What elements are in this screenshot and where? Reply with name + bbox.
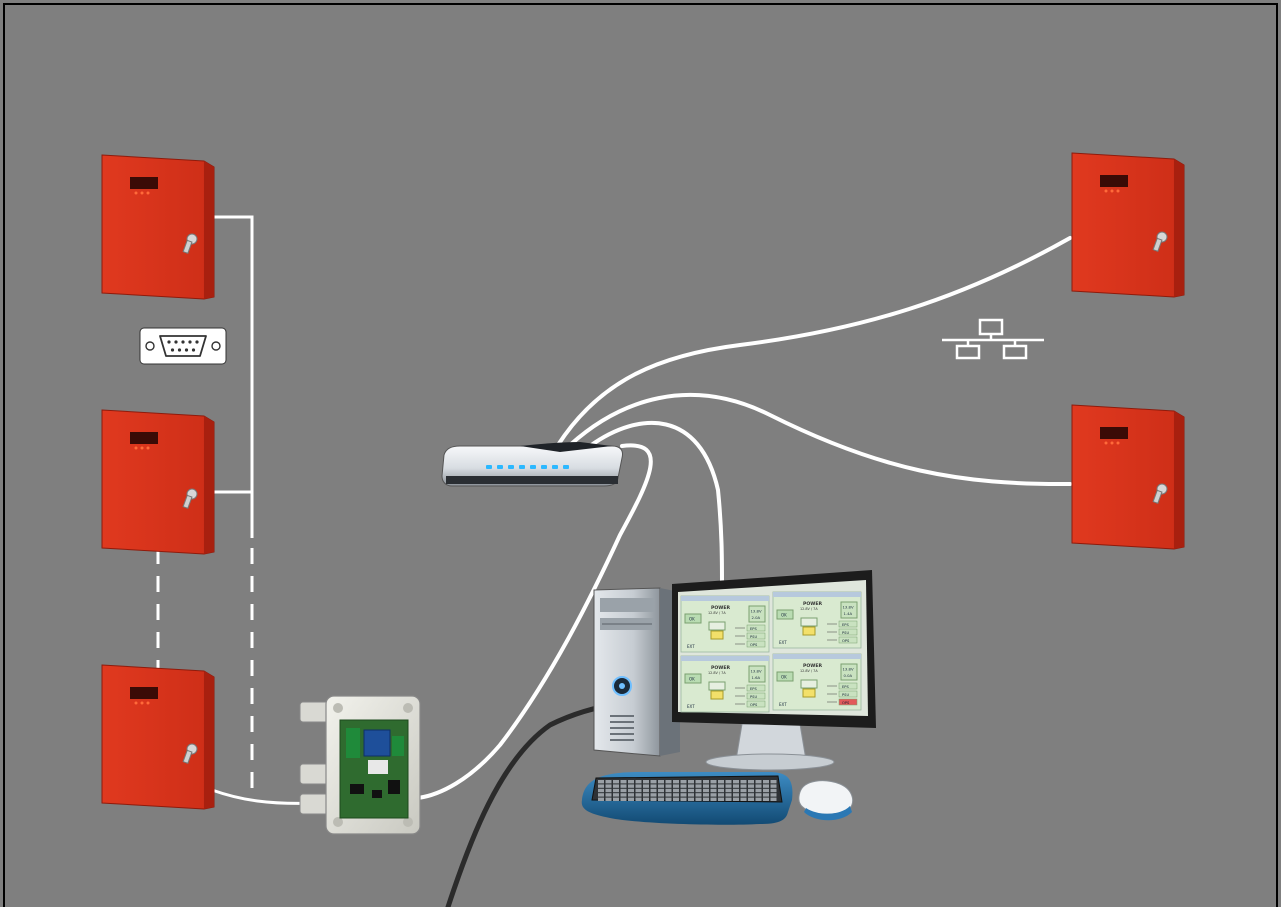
key-lock-icon bbox=[182, 488, 198, 509]
panel-ok: OK bbox=[689, 677, 695, 682]
panel-subtitle: 12.8V / 7A bbox=[708, 671, 726, 675]
panel-voltage: 13.8V bbox=[751, 609, 762, 614]
panel-state: PSU bbox=[750, 635, 757, 639]
psu-right-bottom bbox=[1071, 404, 1185, 550]
port-led bbox=[486, 465, 492, 469]
mouse bbox=[798, 780, 854, 821]
panel-ok: OK bbox=[781, 613, 787, 618]
panel-title: POWER bbox=[803, 601, 822, 607]
psu-left-top bbox=[101, 154, 215, 300]
key-lock-icon bbox=[1152, 231, 1168, 252]
port-led bbox=[508, 465, 514, 469]
panel-subtitle: 12.8V / 7A bbox=[800, 607, 818, 611]
port-led bbox=[519, 465, 525, 469]
port-led bbox=[552, 465, 558, 469]
psu-display bbox=[130, 177, 158, 195]
key-lock-icon bbox=[182, 233, 198, 254]
network-switch bbox=[441, 442, 623, 487]
switch-leds bbox=[486, 465, 569, 469]
panel-subtitle: 12.8V / 7A bbox=[708, 611, 726, 615]
panel-state: OPS bbox=[750, 643, 758, 647]
keyboard bbox=[581, 772, 793, 825]
panel-ok: OK bbox=[781, 675, 787, 680]
port-led bbox=[541, 465, 547, 469]
panel-ext: EXT bbox=[687, 644, 695, 649]
cable-switch-to-pc bbox=[588, 420, 724, 587]
psu-units bbox=[101, 152, 1185, 810]
panel-current: 1.6A bbox=[752, 675, 761, 680]
psu-left-middle bbox=[101, 409, 215, 555]
panel-state: PSU bbox=[750, 695, 757, 699]
panel-voltage: 13.8V bbox=[843, 667, 854, 672]
interface-module bbox=[299, 695, 421, 835]
port-led bbox=[563, 465, 569, 469]
panel-state: PSU bbox=[842, 693, 849, 697]
panel-voltage: 13.8V bbox=[843, 605, 854, 610]
panel-title: POWER bbox=[711, 605, 730, 611]
psu-display bbox=[130, 432, 158, 450]
panel-state: OPS bbox=[842, 701, 850, 705]
psu-display bbox=[130, 687, 158, 705]
panel-ext: EXT bbox=[779, 702, 787, 707]
panel-state: PSU bbox=[842, 631, 849, 635]
panel-ext: EXT bbox=[687, 704, 695, 709]
panel-title: POWER bbox=[711, 665, 730, 671]
db9-serial-port-icon bbox=[139, 327, 227, 365]
panel-current: 1.4A bbox=[844, 611, 853, 616]
port-led bbox=[530, 465, 536, 469]
psu-right-top bbox=[1071, 152, 1185, 298]
ethernet-network-icon bbox=[942, 318, 1044, 360]
panel-current: 0.0A bbox=[844, 673, 853, 678]
psu-display bbox=[1100, 175, 1128, 193]
panel-current: 2.0A bbox=[752, 615, 761, 620]
cable-switch-to-interface bbox=[416, 443, 653, 800]
panel-state: EPS bbox=[750, 627, 757, 631]
panel-state: EPS bbox=[842, 623, 849, 627]
keyboard-keys bbox=[598, 780, 777, 801]
panel-state: EPS bbox=[842, 685, 849, 689]
psu-left-bottom bbox=[101, 664, 215, 810]
panel-voltage: 13.8V bbox=[751, 669, 762, 674]
ethernet-cables bbox=[416, 236, 1072, 800]
cable-switch-to-psu-right-bottom bbox=[568, 393, 1072, 487]
panel-subtitle: 12.8V / 7A bbox=[800, 669, 818, 673]
panel-state: OPS bbox=[750, 703, 758, 707]
pc-tower bbox=[593, 587, 680, 757]
key-lock-icon bbox=[1152, 483, 1168, 504]
port-led bbox=[497, 465, 503, 469]
panel-ext: EXT bbox=[779, 640, 787, 645]
cable-switch-to-psu-right-top bbox=[556, 236, 1072, 447]
psu-display bbox=[1100, 427, 1128, 445]
bus-line-solid bbox=[212, 215, 254, 538]
panel-title: POWER bbox=[803, 663, 822, 669]
panel-state: OPS bbox=[842, 639, 850, 643]
panel-ok: OK bbox=[689, 617, 695, 622]
panel-state: EPS bbox=[750, 687, 757, 691]
key-lock-icon bbox=[182, 743, 198, 764]
